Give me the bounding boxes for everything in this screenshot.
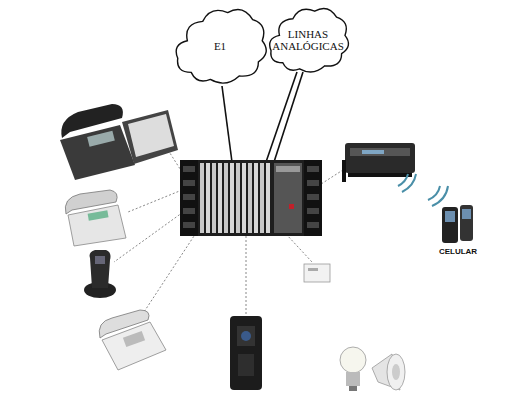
radio-waves	[428, 186, 440, 200]
siren-horn	[392, 364, 400, 380]
desk-phone	[65, 190, 117, 214]
pbx-rack	[307, 180, 319, 186]
radio-waves	[402, 174, 416, 192]
pbx-rack	[254, 163, 258, 233]
extension-line	[140, 233, 196, 318]
desk-phone	[99, 310, 166, 370]
extension-line	[114, 150, 346, 318]
cloud-outline	[176, 9, 266, 83]
cloud-text-group: LINHAS ANALÓGICAS	[262, 28, 354, 52]
extension-line	[246, 236, 247, 314]
pbx-rack	[274, 163, 302, 233]
mobile-phone	[462, 209, 471, 219]
device-label: CELULAR	[430, 247, 486, 256]
pbx-rack	[183, 208, 195, 214]
pbx-rack	[180, 160, 198, 236]
light-bulb	[340, 347, 366, 373]
pbx-rack	[307, 166, 319, 172]
desk-phone	[87, 131, 115, 147]
siren-horn	[387, 354, 405, 390]
cordless-phone	[84, 250, 116, 298]
gsm-interface	[362, 150, 384, 154]
mobile-phone	[442, 207, 458, 243]
desk-phone	[68, 205, 126, 246]
interface-box	[308, 268, 318, 271]
trunk-line	[222, 72, 303, 162]
cordless-phone	[95, 256, 105, 264]
desk-phone	[88, 210, 109, 220]
cloud-node: E1	[172, 2, 268, 90]
door-intercom	[230, 316, 262, 390]
extension-line	[286, 234, 312, 262]
pbx-rack	[260, 163, 264, 233]
pbx-rack	[304, 160, 322, 236]
pbx-rack	[206, 163, 210, 233]
gsm-interface	[345, 143, 415, 173]
pbx-rack	[276, 166, 300, 172]
desk-phone	[61, 104, 123, 138]
desk-phone	[122, 110, 178, 164]
trunk-line	[222, 86, 232, 162]
pbx-rack	[183, 166, 195, 172]
pbx-rack	[307, 208, 319, 214]
pbx-rack	[200, 163, 204, 233]
door-intercom	[238, 354, 254, 376]
pbx-rack	[180, 160, 322, 236]
pbx-rack	[266, 163, 270, 233]
gsm-interface	[348, 173, 412, 177]
radio-waves	[398, 174, 448, 206]
pbx-rack	[224, 163, 228, 233]
mobile-phone	[445, 211, 455, 222]
mobile-phone	[442, 205, 473, 243]
cloud-text-group: E1	[204, 40, 236, 52]
door-intercom	[237, 326, 255, 346]
light-bulb	[346, 372, 360, 386]
light-bulb	[349, 386, 357, 391]
pbx-rack	[289, 204, 294, 209]
pbx-rack	[230, 163, 234, 233]
siren-horn	[372, 354, 405, 390]
extension-line	[168, 150, 182, 172]
interface-box	[304, 264, 330, 282]
cloud-label: LINHAS ANALÓGICAS	[262, 28, 354, 52]
door-intercom	[241, 331, 251, 341]
extension-line	[318, 168, 346, 186]
desk-phone	[60, 125, 135, 180]
desk-phone	[65, 190, 126, 246]
cordless-phone	[90, 250, 111, 288]
gsm-interface	[342, 143, 415, 182]
pbx-rack	[183, 180, 195, 186]
pbx-rack	[236, 163, 240, 233]
mobile-phone	[460, 205, 473, 241]
pbx-rack	[218, 163, 222, 233]
cloud-node: LINHAS ANALÓGICAS	[266, 2, 350, 78]
desk-phone	[128, 114, 174, 157]
pbx-rack	[242, 163, 246, 233]
desk-phone	[123, 331, 145, 347]
pbx-rack	[307, 194, 319, 200]
extension-line	[128, 190, 182, 212]
trunk-line	[266, 72, 297, 162]
radio-waves	[398, 174, 408, 186]
trunk-line	[274, 72, 303, 162]
pbx-rack	[183, 194, 195, 200]
radio-waves	[432, 186, 448, 206]
pbx-rack	[180, 160, 322, 236]
cloud-label: E1	[204, 40, 236, 52]
pbx-rack	[307, 222, 319, 228]
pbx-rack	[212, 163, 216, 233]
gsm-interface	[350, 148, 410, 156]
door-intercom	[230, 316, 262, 390]
pbx-rack	[248, 163, 252, 233]
pbx-rack	[183, 222, 195, 228]
interface-box	[304, 264, 330, 282]
desk-phone	[60, 104, 178, 180]
light-bulb	[340, 347, 366, 391]
gsm-interface	[342, 160, 346, 182]
